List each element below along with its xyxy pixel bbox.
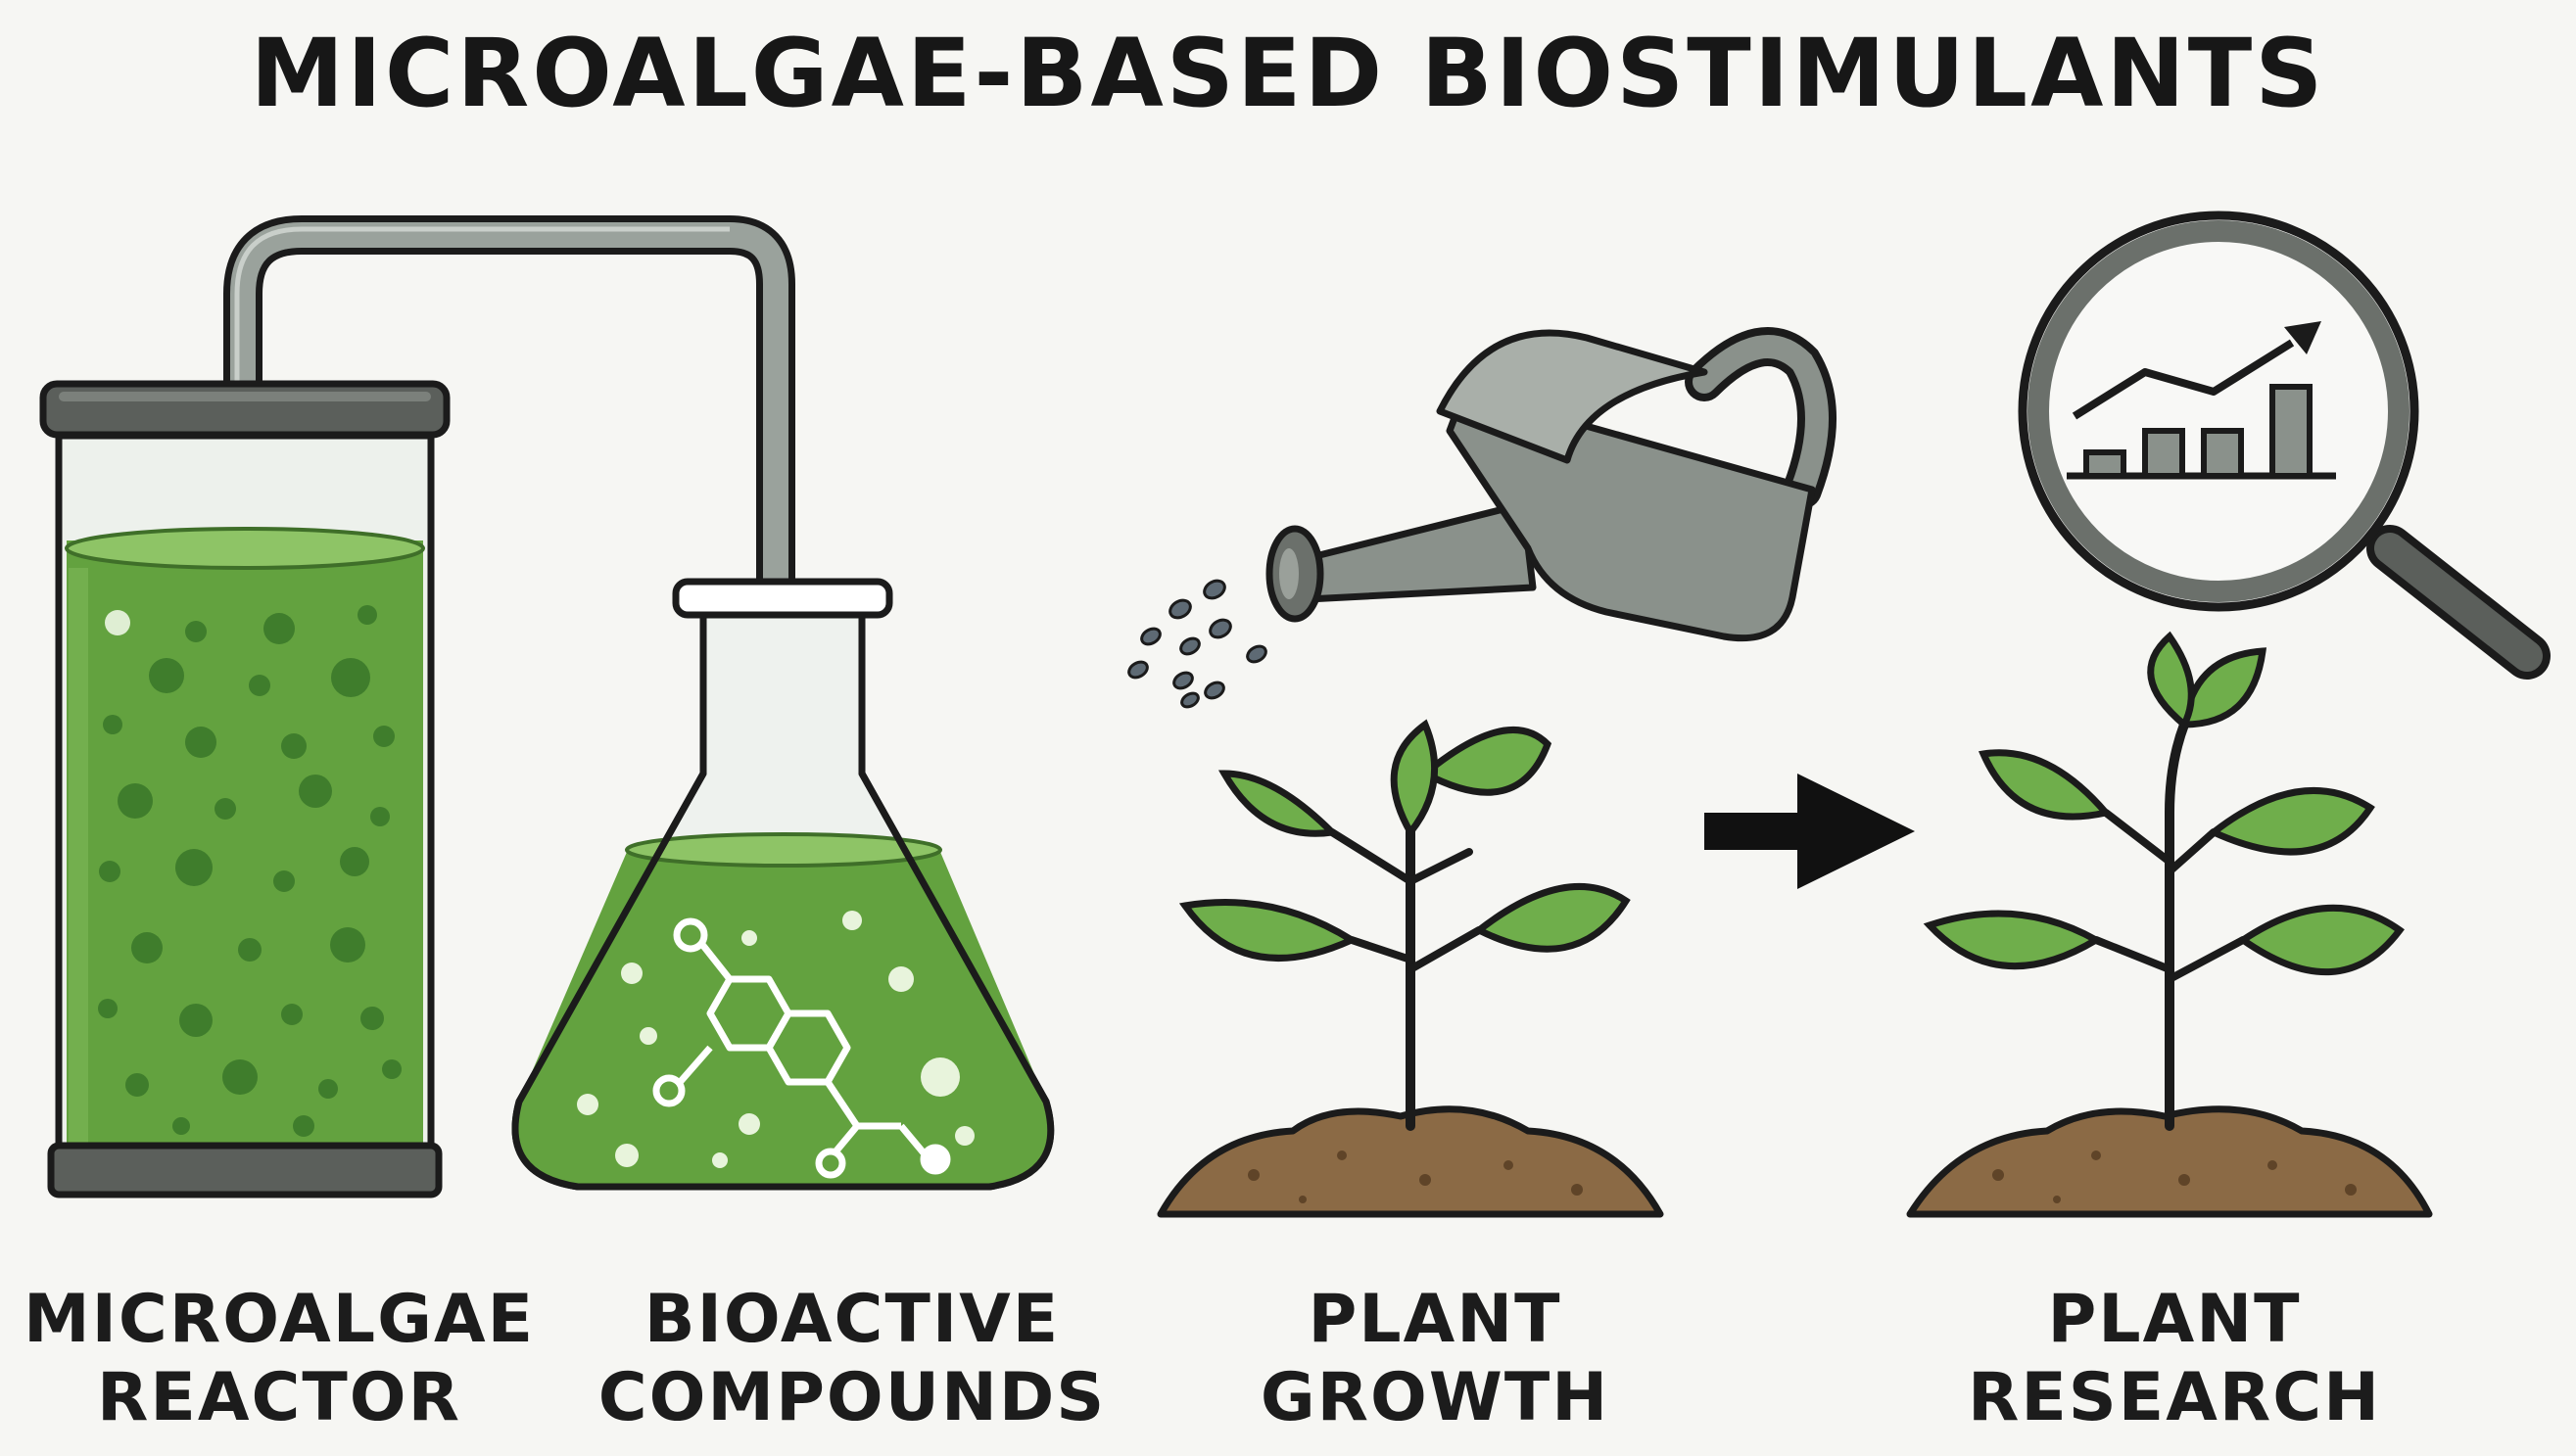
label-line: COMPOUNDS [598, 1359, 1107, 1436]
plant-seedling-icon [1906, 631, 2433, 1218]
page-title: MICROALGAE-BASED BIOSTIMULANTS [251, 19, 2326, 128]
water-drops-icon [1127, 579, 1267, 709]
magnifying-glass-icon [2018, 211, 2551, 680]
erlenmeyer-flask-icon [511, 578, 1055, 1191]
label-line: REACTOR [97, 1359, 461, 1436]
plant-seedling-icon [1157, 719, 1664, 1218]
microalgae-reactor-icon [39, 380, 451, 1198]
label-bioactive-compounds: BIOACTIVE COMPOUNDS [598, 1281, 1107, 1436]
growth-chart-icon [2067, 321, 2336, 480]
tube-icon [223, 215, 795, 595]
label-line: MICROALGAE [24, 1281, 535, 1358]
label-plant-research: PLANT RESEARCH [1968, 1281, 2381, 1436]
label-line: RESEARCH [1968, 1359, 2381, 1436]
label-line: PLANT [1308, 1281, 1561, 1358]
bubbles [577, 911, 975, 1168]
label-microalgae-reactor: MICROALGAE REACTOR [24, 1281, 535, 1436]
label-line: BIOACTIVE [644, 1281, 1060, 1358]
label-plant-growth: PLANT GROWTH [1261, 1281, 1609, 1436]
label-line: GROWTH [1261, 1359, 1609, 1436]
label-line: PLANT [2047, 1281, 2301, 1358]
arrow-right-icon [1704, 774, 1915, 889]
algae-cells [98, 605, 402, 1137]
watering-can-icon [1265, 327, 1837, 642]
molecule-icon [652, 917, 951, 1179]
